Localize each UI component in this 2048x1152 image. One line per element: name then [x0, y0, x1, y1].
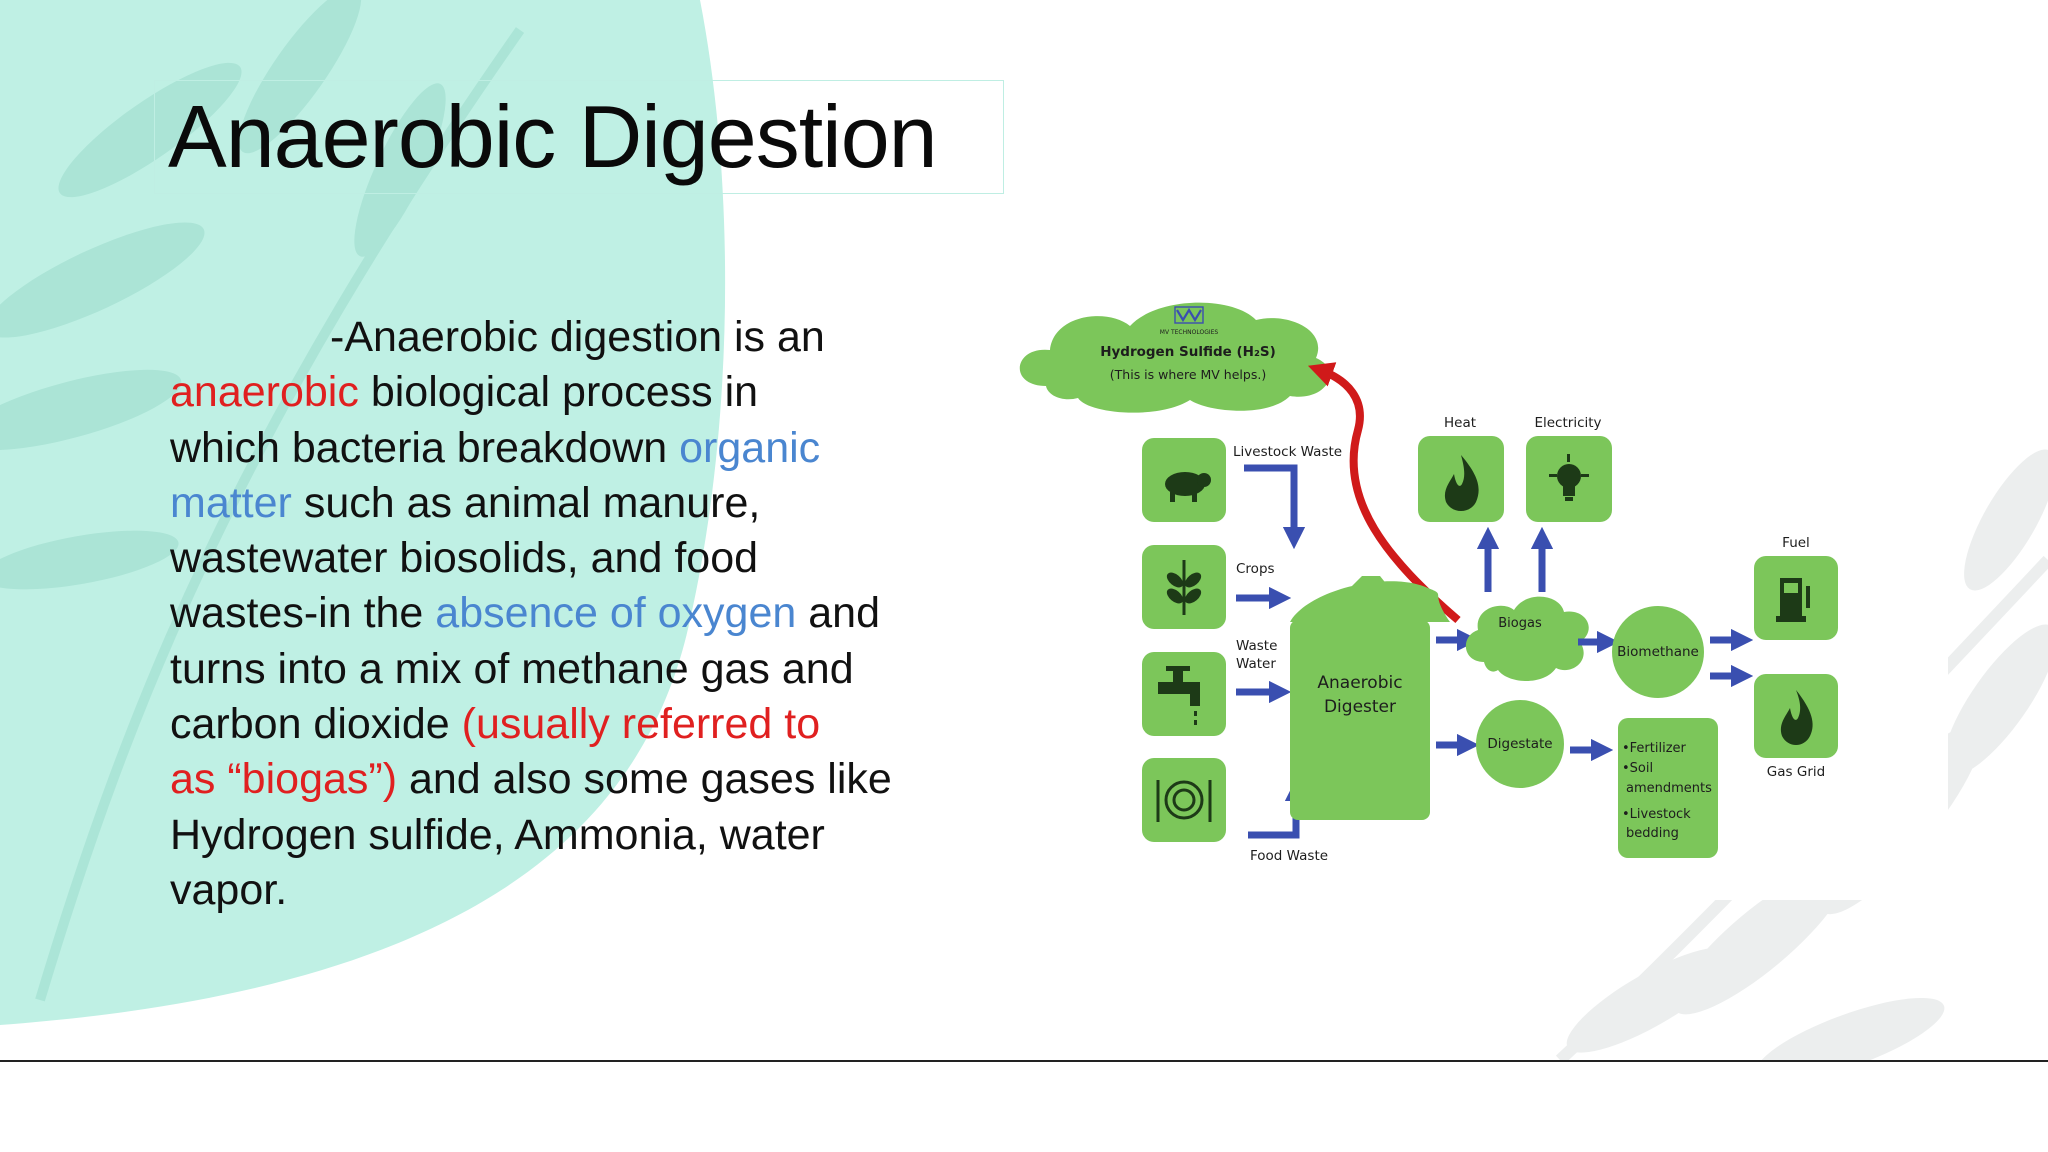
anaerobic-digestion-diagram: MV TECHNOLOGIES Hydrogen Sulfide (H₂S) (…	[1008, 290, 1948, 900]
waste-water-label-1: Waste	[1236, 638, 1277, 654]
cloud-note: (This is where MV helps.)	[1110, 367, 1266, 382]
input-waste-water: Waste Water	[1142, 638, 1277, 736]
slide: Anaerobic Digestion -Anaerobic digestion…	[0, 0, 2048, 1060]
body-line: turns into a mix of methane gas and	[170, 642, 950, 697]
fuel-label: Fuel	[1782, 535, 1810, 551]
digester-label-2: Digester	[1324, 697, 1396, 717]
body-text-run: turns into a mix of methane gas and	[170, 644, 854, 693]
body-line: matter such as animal manure,	[170, 476, 950, 531]
product-fertilizer: •Fertilizer	[1622, 741, 1687, 756]
body-line: carbon dioxide (usually referred to	[170, 697, 950, 752]
gas-flame-icon	[1780, 690, 1813, 745]
livestock-label: Livestock Waste	[1233, 444, 1342, 460]
digester-label-1: Anaerobic	[1317, 673, 1402, 693]
products-box: •Fertilizer •Soil amendments •Livestock …	[1618, 718, 1718, 858]
highlighted-term: as “biogas”)	[170, 755, 398, 804]
brand-label: MV TECHNOLOGIES	[1160, 329, 1219, 336]
pig-icon	[1165, 472, 1211, 502]
product-bedding: bedding	[1626, 826, 1679, 841]
body-text-run: biological process in	[358, 368, 759, 417]
title-frame	[154, 80, 1004, 194]
body-text-run: wastes-in the	[170, 589, 436, 638]
plate-icon	[1156, 780, 1212, 822]
electricity-box: Electricity	[1526, 415, 1612, 522]
highlighted-term: (usually referred to	[461, 700, 821, 749]
body-line: which bacteria breakdown organic	[170, 421, 950, 476]
flame-icon	[1444, 455, 1479, 511]
biogas-label: Biogas	[1498, 616, 1542, 631]
digestate-label: Digestate	[1487, 736, 1552, 752]
biomethane-node: Biomethane	[1612, 606, 1704, 698]
slide-title: Anaerobic Digestion	[168, 87, 938, 186]
highlighted-term: absence of oxygen	[435, 589, 797, 638]
product-soil: •Soil	[1622, 761, 1653, 776]
heat-label: Heat	[1444, 415, 1476, 431]
body-line: Hydrogen sulfide, Ammonia, water	[170, 808, 950, 863]
hydrogen-sulfide-cloud: MV TECHNOLOGIES Hydrogen Sulfide (H₂S) (…	[1019, 302, 1330, 413]
input-food-waste: Food Waste	[1142, 758, 1328, 864]
bottom-divider	[0, 1060, 2048, 1062]
electricity-label: Electricity	[1534, 415, 1601, 431]
red-arrow-to-cloud	[1307, 362, 1461, 624]
body-text-run: -Anaerobic digestion is an	[330, 313, 825, 361]
body-line: vapor.	[170, 863, 950, 918]
body-text-run: such as animal manure,	[291, 478, 761, 527]
product-livestock: •Livestock	[1622, 807, 1691, 822]
food-waste-label: Food Waste	[1250, 848, 1328, 864]
digestate-node: Digestate	[1476, 700, 1564, 788]
body-line: as “biogas”) and also some gases like	[170, 752, 950, 807]
leaf-motif-left	[0, 0, 525, 1002]
anaerobic-digester: Anaerobic Digester	[1290, 576, 1450, 820]
highlighted-term: anaerobic	[170, 368, 359, 417]
heat-box: Heat	[1418, 415, 1504, 522]
body-line: -Anaerobic digestion is an	[170, 310, 950, 365]
fuel-box: Fuel	[1754, 535, 1838, 640]
body-text-run: wastewater biosolids, and food	[170, 534, 759, 583]
biomethane-label: Biomethane	[1617, 644, 1699, 660]
gas-grid-box: Gas Grid	[1754, 674, 1838, 780]
body-line: wastewater biosolids, and food	[170, 531, 950, 586]
cloud-label: Hydrogen Sulfide (H₂S)	[1100, 344, 1276, 360]
highlighted-term: matter	[170, 478, 292, 527]
body-line: anaerobic biological process in	[170, 365, 950, 420]
input-livestock-waste: Livestock Waste	[1142, 438, 1342, 522]
plant-icon	[1166, 560, 1202, 615]
body-line: wastes-in the absence of oxygen and	[170, 586, 950, 641]
crops-label: Crops	[1236, 561, 1275, 577]
product-amendments: amendments	[1626, 781, 1712, 796]
biogas-node: Biogas	[1465, 596, 1589, 681]
faucet-icon	[1158, 666, 1200, 725]
body-text-run: which bacteria breakdown	[170, 423, 680, 472]
body-text-run: carbon dioxide	[170, 700, 462, 749]
body-text-run: and	[796, 589, 880, 638]
brand-logo-icon	[1174, 306, 1204, 324]
lower-area	[0, 1062, 2048, 1152]
input-crops: Crops	[1142, 545, 1275, 629]
arrow-livestock	[1244, 464, 1306, 550]
gas-grid-label: Gas Grid	[1767, 764, 1825, 780]
body-text-run: Hydrogen sulfide, Ammonia, water	[170, 810, 825, 859]
highlighted-term: organic	[679, 423, 821, 472]
body-text-run: vapor.	[170, 865, 288, 914]
lightbulb-icon	[1549, 454, 1589, 501]
body-text-run: and also some gases like	[397, 755, 892, 804]
waste-water-label-2: Water	[1236, 656, 1276, 672]
